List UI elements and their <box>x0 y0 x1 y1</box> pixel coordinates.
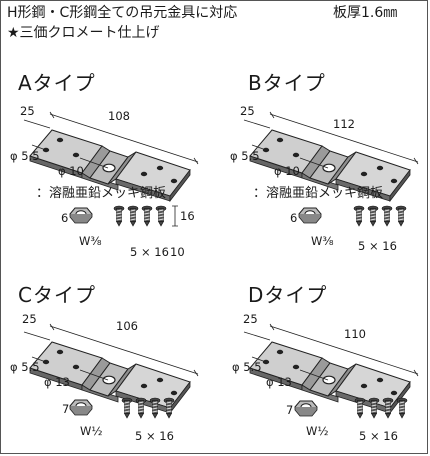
panel-a-nut-size: 6 <box>61 211 69 225</box>
panel-a-screw-dim-width: 10 <box>170 245 185 259</box>
panel-c-dim-width: 25 <box>22 312 37 326</box>
panel-b-nut-size: 6 <box>290 211 298 225</box>
panel-a-material: ：溶融亜鉛メッキ鋼板 <box>36 186 167 201</box>
panel-a-nut-label: W⅜ <box>79 234 102 248</box>
panel-a-hole-large: φ 10 <box>58 164 84 178</box>
header-finish-text: ★三価クロメート仕上げ <box>7 25 160 41</box>
panel-b-dim-length: 112 <box>333 117 355 131</box>
panel-a-hole-small: φ 5.5 <box>10 149 40 163</box>
panel-d-dim-width: 25 <box>243 312 258 326</box>
panel-c-bracket-diagram <box>23 323 199 414</box>
header-thickness-text: 板厚1.6㎜ <box>333 5 398 21</box>
panel-d-dim-length: 110 <box>344 327 366 341</box>
panel-a-title: Aタイプ <box>18 71 96 95</box>
panel-b-nut-label: W⅜ <box>311 234 334 248</box>
panel-a-screw-label: 5 × 16 <box>130 245 169 259</box>
panel-d-nut-icon <box>294 400 318 417</box>
panel-a-screw-dim-height: 16 <box>180 209 195 223</box>
panel-a-screw-dim-lines <box>172 205 178 227</box>
panel-a-bracket-diagram <box>23 111 199 202</box>
panel-b-nut-icon <box>298 207 322 224</box>
panel-a-dim-length: 108 <box>108 109 130 123</box>
panel-c-dim-length: 106 <box>116 319 138 333</box>
panel-d-nut-size: 7 <box>286 403 294 417</box>
panel-a-nut-icon <box>69 207 93 224</box>
panel-d-hole-large: φ 13 <box>266 375 292 389</box>
panel-d-hole-small: φ 5.5 <box>232 360 262 374</box>
panel-c-nut-size: 7 <box>62 402 70 416</box>
panel-c-nut-label: W½ <box>80 424 103 438</box>
panel-c-screw-label: 5 × 16 <box>135 429 174 443</box>
panel-d-title: Dタイプ <box>248 283 328 307</box>
panel-d-nut-label: W½ <box>306 424 329 438</box>
panel-b-bracket-diagram <box>243 111 419 202</box>
panel-b-hole-small: φ 5.5 <box>230 149 260 163</box>
panel-d-bracket-diagram <box>243 323 419 414</box>
panel-c-screws-icon <box>121 397 175 419</box>
panel-c-nut-icon <box>69 399 93 416</box>
panel-b-hole-large: φ 10 <box>274 164 300 178</box>
panel-b-dim-width: 25 <box>240 104 255 118</box>
panel-a-screws-icon <box>113 205 167 227</box>
panel-d-screw-label: 5 × 16 <box>359 429 398 443</box>
panel-d-screws-icon <box>354 397 408 419</box>
panel-a-dim-width: 25 <box>20 104 35 118</box>
header-compatibility-text: H形鋼・C形鋼全ての吊元金具に対応 <box>7 5 238 21</box>
panel-b-material: ：溶融亜鉛メッキ鋼板 <box>253 186 384 201</box>
panel-b-screws-icon <box>353 205 407 227</box>
panel-b-title: Bタイプ <box>248 71 326 95</box>
panel-c-hole-large: φ 13 <box>44 375 70 389</box>
panel-c-hole-small: φ 5.5 <box>10 360 40 374</box>
panel-c-title: Cタイプ <box>18 283 96 307</box>
panel-b-screw-label: 5 × 16 <box>358 239 397 253</box>
